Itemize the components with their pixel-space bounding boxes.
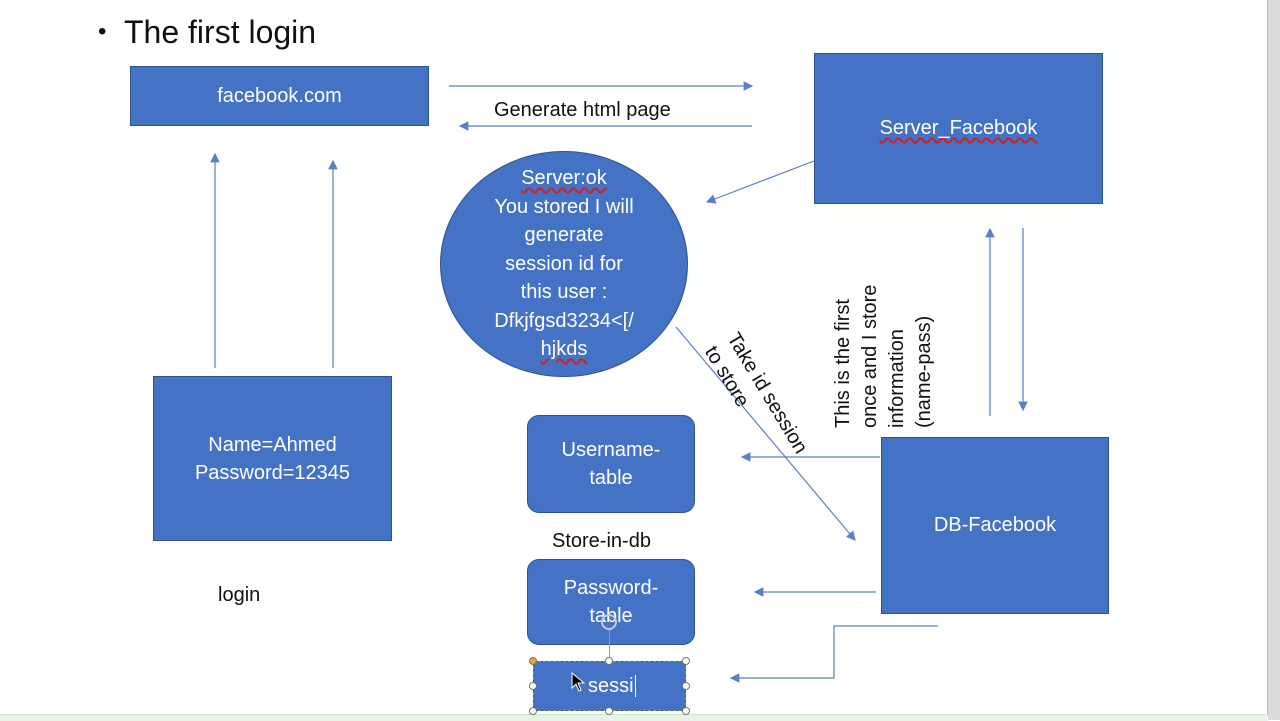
resize-handle-top[interactable]: [605, 657, 613, 665]
generate-html-label: Generate html page: [494, 99, 671, 121]
window-edge-line: [1267, 0, 1268, 720]
resize-handle-bottom-right[interactable]: [682, 707, 690, 715]
ellipse-line-3: generate: [524, 224, 604, 246]
facebook-box[interactable]: facebook.com: [130, 66, 429, 126]
server-facebook-box[interactable]: Server_Facebook: [814, 53, 1103, 204]
resize-handle-top-left[interactable]: [529, 657, 537, 665]
credentials-box[interactable]: Name=Ahmed Password=12345: [153, 376, 392, 541]
first-once-line-3: information: [886, 329, 908, 428]
ellipse-line-6: Dfkjfgsd3234<[/: [494, 309, 634, 332]
ellipse-line-4: session id for: [505, 252, 623, 275]
first-once-line-1: This is the first: [832, 299, 854, 428]
db-facebook-box[interactable]: DB-Facebook: [881, 437, 1109, 614]
ellipse-line-7: hjkds: [441, 335, 687, 364]
resize-handle-left[interactable]: [529, 682, 537, 690]
username-table-line-1: Username-: [561, 439, 661, 461]
server-facebook-label: Server_Facebook: [879, 117, 1038, 139]
username-table-box[interactable]: Username- table: [527, 415, 695, 513]
ellipse-line-7-text: hjkds: [540, 338, 588, 360]
session-text[interactable]: sessi: [588, 674, 634, 697]
window-scrollbar[interactable]: [1268, 0, 1280, 720]
resize-handle-bottom[interactable]: [605, 707, 613, 715]
ellipse-line-1: Server:ok: [521, 167, 607, 189]
first-once-line-2: once and I store: [859, 284, 881, 428]
password-table-box[interactable]: Password- table: [527, 559, 695, 645]
first-once-line-4: (name-pass): [913, 315, 935, 428]
credentials-password: Password=12345: [194, 461, 351, 484]
slide-title: • The first login: [98, 14, 316, 51]
facebook-label: facebook.com: [217, 84, 342, 107]
first-once-label: This is the first once and I store infor…: [830, 285, 938, 428]
resize-handle-bottom-left[interactable]: [529, 707, 537, 715]
ellipse-line-2: You stored I will: [494, 195, 634, 218]
resize-handle-right[interactable]: [682, 682, 690, 690]
db-facebook-label: DB-Facebook: [933, 514, 1057, 536]
bottom-strip: [0, 714, 1268, 721]
selection-outline: [533, 661, 686, 711]
login-label: login: [218, 584, 261, 606]
slide-title-text: The first login: [124, 14, 317, 50]
credentials-name: Name=Ahmed: [208, 433, 337, 456]
rotate-handle-stem: [609, 630, 610, 660]
password-table-line-1: Password-: [563, 577, 659, 599]
arrow-ellipse-to-db: [675, 326, 856, 541]
rotate-handle-icon[interactable]: [601, 614, 617, 630]
store-in-db-label: Store-in-db: [552, 530, 651, 552]
resize-handle-top-right[interactable]: [682, 657, 690, 665]
mouse-cursor-icon: [571, 672, 586, 692]
text-cursor: [634, 675, 636, 697]
bullet-icon: •: [98, 18, 107, 45]
ellipse-line-5: this user :: [520, 281, 608, 303]
arrow-db-to-session: [729, 625, 938, 683]
server-ok-ellipse[interactable]: Server:ok You stored I will generate ses…: [440, 151, 688, 377]
username-table-line-2: table: [589, 467, 633, 489]
arrow-server-to-ellipse: [705, 160, 815, 204]
